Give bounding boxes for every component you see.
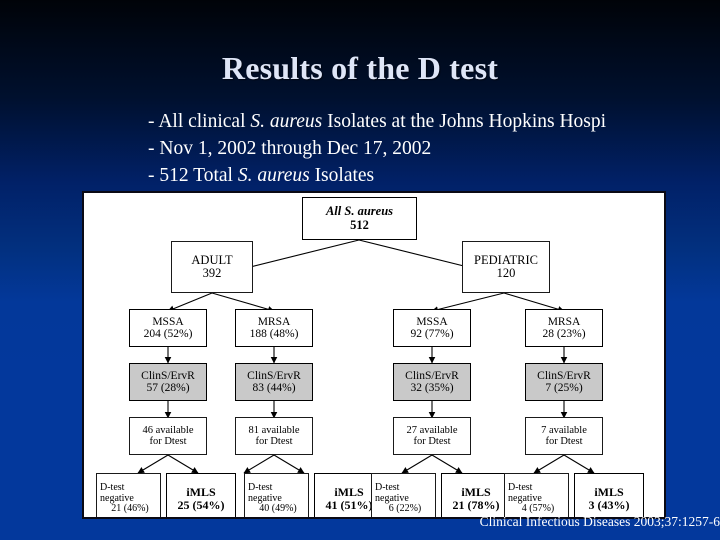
node-adult-mrsa-value: 188 (48%) (249, 328, 299, 340)
bullet-dash-1: - (148, 111, 155, 132)
node-dtest-negative-1: D-test negative 21 (46%) (96, 473, 161, 517)
node-clins-ervr-4-value: 7 (25%) (545, 382, 583, 394)
node-dtest-negative-2-l3: 40 (49%) (259, 503, 297, 515)
node-available-2-sublabel: for Dtest (255, 436, 293, 447)
node-pediatric-mssa-value: 92 (77%) (410, 328, 454, 340)
node-clins-ervr-2-label: ClinS/ErvR (247, 369, 301, 382)
node-adult-mssa-label: MSSA (152, 315, 184, 328)
node-available-2: 81 available for Dtest (235, 417, 313, 455)
node-available-1-count: 46 (142, 424, 153, 436)
node-available-4-count: 7 (541, 424, 547, 436)
node-available-3-sublabel: for Dtest (413, 436, 451, 447)
node-imls-2-l1: iMLS (334, 485, 364, 500)
node-available-1: 46 available for Dtest (129, 417, 207, 455)
node-dtest-negative-3-l1: D-test (375, 481, 400, 493)
node-adult-label: ADULT (191, 252, 233, 267)
node-available-2-count: 81 (248, 424, 259, 436)
node-imls-2-l2: 41 (51%) (325, 498, 373, 512)
node-available-1-sublabel: for Dtest (149, 436, 187, 447)
node-dtest-negative-3-l2: negative (375, 492, 409, 504)
node-pediatric-mssa: MSSA 92 (77%) (393, 309, 471, 347)
bullet-item-1: - All clinical S. aureus Isolates at the… (148, 108, 720, 135)
node-pediatric-value: 120 (496, 266, 516, 280)
node-available-4-sublabel: for Dtest (545, 436, 583, 447)
node-clins-ervr-1-value: 57 (28%) (146, 382, 190, 394)
node-clins-ervr-3: ClinS/ErvR 32 (35%) (393, 363, 471, 401)
bullet-list: - All clinical S. aureus Isolates at the… (148, 108, 720, 189)
citation-text: Clinical Infectious Diseases 2003;37:125… (479, 514, 720, 529)
node-root-label: All S. aureus (325, 204, 394, 218)
node-available-1-label: available (155, 424, 194, 436)
node-available-4-label: available (548, 424, 587, 436)
node-root: All S. aureus 512 (302, 197, 417, 240)
bullet-italic-1: S. aureus (250, 111, 323, 132)
node-pediatric-mrsa: MRSA 28 (23%) (525, 309, 603, 347)
bullet-text-3a: 512 Total (159, 165, 238, 186)
node-imls-1-l2: 25 (54%) (177, 498, 225, 512)
node-clins-ervr-3-label: ClinS/ErvR (405, 369, 459, 382)
node-adult-mrsa-label: MRSA (257, 315, 291, 328)
node-available-2-label: available (261, 424, 300, 436)
node-clins-ervr-2: ClinS/ErvR 83 (44%) (235, 363, 313, 401)
node-clins-ervr-3-value: 32 (35%) (410, 382, 454, 394)
node-pediatric-label: PEDIATRIC (474, 252, 538, 267)
bullet-item-3: - 512 Total S. aureus Isolates (148, 162, 720, 189)
bullet-italic-3: S. aureus (237, 165, 310, 186)
node-dtest-negative-1-l2: negative (100, 492, 134, 504)
node-dtest-negative-2-l2: negative (248, 492, 282, 504)
node-pediatric-mrsa-label: MRSA (547, 315, 581, 328)
bullet-text-1a: All clinical (158, 111, 251, 132)
node-imls-1-l1: iMLS (186, 485, 216, 500)
node-pediatric-mrsa-value: 28 (23%) (542, 328, 586, 340)
node-adult-value: 392 (202, 266, 222, 280)
flow-diagram-panel: All S. aureus 512 ADULT 392 PEDIATRIC 12… (82, 191, 666, 519)
bullet-text-2a: Nov 1, 2002 through Dec 17, 2002 (159, 138, 432, 159)
node-dtest-negative-4-l3: 4 (57%) (521, 503, 555, 515)
node-imls-4-l2: 3 (43%) (588, 498, 630, 512)
node-imls-1: iMLS 25 (54%) (166, 473, 236, 517)
node-adult-mssa: MSSA 204 (52%) (129, 309, 207, 347)
node-clins-ervr-2-value: 83 (44%) (252, 382, 296, 394)
bullet-dash-2: - (148, 138, 155, 159)
node-root-value: 512 (350, 217, 369, 232)
bullet-item-2: - Nov 1, 2002 through Dec 17, 2002 (148, 135, 720, 162)
node-dtest-negative-2-l1: D-test (248, 481, 273, 493)
node-imls-4-l1: iMLS (594, 485, 624, 500)
node-imls-4: iMLS 3 (43%) (574, 473, 644, 517)
node-clins-ervr-1: ClinS/ErvR 57 (28%) (129, 363, 207, 401)
node-clins-ervr-1-label: ClinS/ErvR (141, 369, 195, 382)
bullet-text-1b: Isolates at the Johns Hopkins Hospi (322, 111, 607, 132)
node-dtest-negative-4: D-test negative 4 (57%) (504, 473, 569, 517)
node-dtest-negative-2: D-test negative 40 (49%) (244, 473, 309, 517)
bullet-dash-3: - (148, 165, 155, 186)
node-clins-ervr-4: ClinS/ErvR 7 (25%) (525, 363, 603, 401)
node-clins-ervr-4-label: ClinS/ErvR (537, 369, 591, 382)
node-available-3-label: available (419, 424, 458, 436)
flow-diagram: All S. aureus 512 ADULT 392 PEDIATRIC 12… (84, 193, 664, 517)
node-dtest-negative-1-l3: 21 (46%) (111, 503, 149, 515)
page-title: Results of the D test (221, 50, 499, 86)
node-pediatric: PEDIATRIC 120 (462, 241, 550, 293)
node-imls-3-l2: 21 (78%) (452, 498, 500, 512)
node-dtest-negative-3-l3: 6 (22%) (388, 503, 422, 515)
node-adult-mssa-value: 204 (52%) (143, 328, 193, 340)
node-imls-3-l1: iMLS (461, 485, 491, 500)
bullet-text-3b: Isolates (309, 165, 375, 186)
node-dtest-negative-1-l1: D-test (100, 481, 125, 493)
node-dtest-negative-3: D-test negative 6 (22%) (371, 473, 436, 517)
node-dtest-negative-4-l2: negative (508, 492, 542, 504)
node-pediatric-mssa-label: MSSA (416, 315, 448, 328)
node-adult-mrsa: MRSA 188 (48%) (235, 309, 313, 347)
node-dtest-negative-4-l1: D-test (508, 481, 533, 493)
node-available-4: 7 available for Dtest (525, 417, 603, 455)
node-adult: ADULT 392 (171, 241, 253, 293)
node-available-3: 27 available for Dtest (393, 417, 471, 455)
node-available-3-count: 27 (406, 424, 417, 436)
connector-layer (137, 239, 595, 474)
node-imls-3: iMLS 21 (78%) (441, 473, 511, 517)
